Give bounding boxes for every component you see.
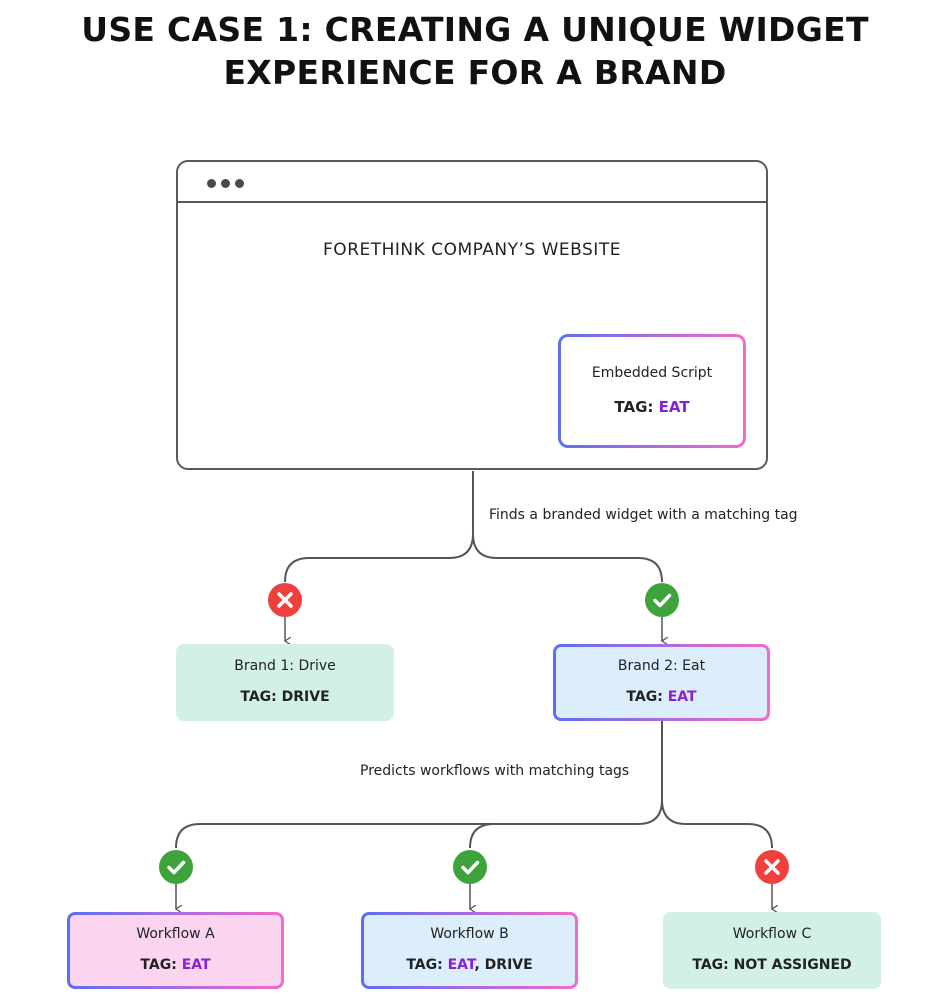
connector-website-brand2 bbox=[472, 533, 663, 583]
workflow-a-name: Workflow A bbox=[136, 926, 215, 942]
tag-suffix: , DRIVE bbox=[474, 957, 533, 973]
brand-2-box: Brand 2: Eat TAG: EAT bbox=[553, 644, 770, 721]
connector-website-brand1 bbox=[284, 471, 474, 583]
page-title-line-2: EXPERIENCE FOR A BRAND bbox=[223, 53, 727, 92]
tag-value: DRIVE bbox=[281, 689, 330, 705]
tag-prefix: TAG: bbox=[626, 689, 668, 705]
connector-brand2-workflowC bbox=[661, 799, 773, 849]
connector-brand2-workflowA bbox=[175, 720, 663, 849]
connector-brand2-workflowB bbox=[469, 823, 495, 849]
tag-prefix: TAG: bbox=[240, 689, 282, 705]
workflow-a-box: Workflow A TAG: EAT bbox=[67, 912, 284, 989]
x-circle-icon bbox=[268, 583, 302, 617]
edge-label-predict-workflows: Predicts workflows with matching tags bbox=[360, 763, 630, 779]
window-dot bbox=[235, 179, 244, 188]
embedded-script-box: Embedded Script TAG: EAT bbox=[558, 334, 746, 448]
tag-prefix: TAG: bbox=[614, 398, 659, 416]
workflow-b-name: Workflow B bbox=[430, 926, 509, 942]
workflow-b-box: Workflow B TAG: EAT, DRIVE bbox=[361, 912, 578, 989]
brand-2-name: Brand 2: Eat bbox=[617, 658, 706, 674]
check-circle-icon bbox=[159, 850, 193, 884]
x-circle-icon bbox=[755, 850, 789, 884]
workflow-c-tag: TAG: NOT ASSIGNED bbox=[663, 957, 881, 973]
brand-1-name: Brand 1: Drive bbox=[234, 658, 336, 674]
tag-prefix: TAG: NOT ASSIGNED bbox=[692, 957, 852, 973]
embedded-script-tag: TAG: EAT bbox=[561, 398, 743, 416]
workflow-c-box: Workflow C TAG: NOT ASSIGNED bbox=[663, 912, 881, 989]
website-title: FORETHINK COMPANY’S WEBSITE bbox=[323, 240, 621, 260]
tag-value: EAT bbox=[667, 689, 697, 705]
tag-value: EAT bbox=[181, 957, 211, 973]
page-title-line-1: USE CASE 1: CREATING A UNIQUE WIDGET bbox=[81, 10, 869, 49]
embedded-script-name: Embedded Script bbox=[591, 365, 713, 381]
tag-prefix: TAG: bbox=[406, 957, 448, 973]
window-dots-icon bbox=[207, 179, 216, 188]
check-circle-icon bbox=[645, 583, 679, 617]
tag-value: EAT bbox=[447, 957, 475, 973]
window-dot bbox=[221, 179, 230, 188]
browser-title-bar-divider bbox=[178, 201, 766, 203]
workflow-c-name: Workflow C bbox=[732, 926, 812, 942]
check-circle-icon bbox=[453, 850, 487, 884]
brand-2-tag: TAG: EAT bbox=[556, 689, 767, 705]
workflow-b-tag: TAG: EAT, DRIVE bbox=[364, 957, 575, 973]
tag-prefix: TAG: bbox=[140, 957, 182, 973]
edge-label-find-widget: Finds a branded widget with a matching t… bbox=[489, 507, 798, 523]
page-title: USE CASE 1: CREATING A UNIQUE WIDGET EXP… bbox=[0, 8, 950, 94]
tag-value: EAT bbox=[658, 398, 690, 416]
brand-1-box: Brand 1: Drive TAG: DRIVE bbox=[176, 644, 394, 721]
workflow-a-tag: TAG: EAT bbox=[70, 957, 281, 973]
brand-1-tag: TAG: DRIVE bbox=[176, 689, 394, 705]
